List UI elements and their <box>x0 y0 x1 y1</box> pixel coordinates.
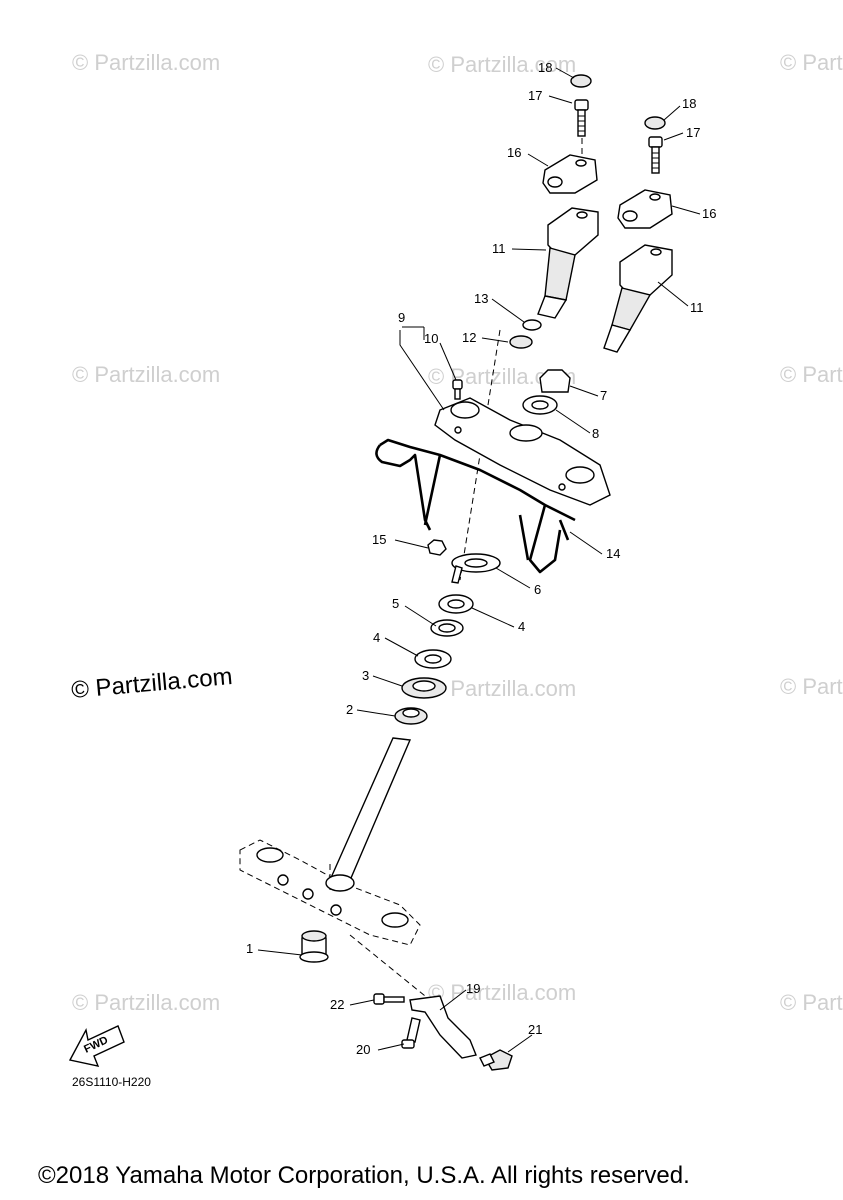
ring-nut-part-4 <box>414 649 452 669</box>
wire-holder-part-14 <box>375 438 576 574</box>
upper-bracket-part-9 <box>434 397 611 506</box>
assembly-axis-line <box>329 108 583 1001</box>
callout-12: 12 <box>462 330 476 345</box>
callout-8: 8 <box>592 426 599 441</box>
watermark-text: © Partzilla.com <box>72 362 220 387</box>
fwd-arrow-icon: FWD <box>68 1025 125 1067</box>
bearing-part-2 <box>394 707 428 725</box>
callout-11: 11 <box>492 241 506 256</box>
washer-part-13 <box>522 319 542 331</box>
collar-part-1 <box>299 930 329 963</box>
copyright-notice: ©2018 Yamaha Motor Corporation, U.S.A. A… <box>38 1162 690 1189</box>
callout-18: 18 <box>538 60 552 75</box>
bearing-cover-part-3 <box>401 677 447 699</box>
clamp-part-21 <box>479 1049 513 1071</box>
drawing-code: 26S1110-H220 <box>72 1075 151 1089</box>
callout-7: 7 <box>600 388 607 403</box>
watermark-text: © Partzilla.com <box>780 990 843 1015</box>
bolt-part-10 <box>452 379 463 400</box>
callout-14: 14 <box>606 546 620 561</box>
callout-numbers: 18 18 17 17 16 16 11 11 13 12 9 10 7 8 1… <box>246 60 716 1057</box>
callout-leaders <box>257 67 701 1053</box>
stay-part-19 <box>409 995 477 1059</box>
callout-2: 2 <box>346 702 353 717</box>
callout-16: 16 <box>702 206 716 221</box>
callout-18: 18 <box>682 96 696 111</box>
callout-22: 22 <box>330 997 344 1012</box>
callout-4: 4 <box>373 630 380 645</box>
watermark-text: © Partzilla.com <box>780 362 843 387</box>
lower-holder-part-11 <box>537 207 599 319</box>
callout-16: 16 <box>507 145 521 160</box>
ring-nut-part-4 <box>438 594 474 614</box>
watermark-text: © Partzilla.com <box>428 676 576 701</box>
bolt-part-20 <box>401 1017 421 1049</box>
cap-part-18 <box>644 116 666 130</box>
callout-19: 19 <box>466 981 480 996</box>
watermark-text: © Partzilla.com <box>72 990 220 1015</box>
callout-11: 11 <box>690 300 704 315</box>
bolt-part-17 <box>574 99 589 137</box>
callout-20: 20 <box>356 1042 370 1057</box>
under-bracket-steering-stem <box>239 737 421 946</box>
callout-17: 17 <box>528 88 542 103</box>
callout-4: 4 <box>518 619 525 634</box>
washer-part-6 <box>451 553 501 584</box>
watermark-text: © Partzilla.com <box>428 980 576 1005</box>
callout-15: 15 <box>372 532 386 547</box>
callout-9: 9 <box>398 310 405 325</box>
watermarks: © Partzilla.com © Partzilla.com © Partzi… <box>72 50 843 1015</box>
callout-1: 1 <box>246 941 253 956</box>
nut-part-7 <box>539 369 571 393</box>
bolt-part-22 <box>373 993 405 1005</box>
damper-part-12 <box>509 335 533 349</box>
bolt-part-17 <box>648 136 663 174</box>
upper-holder-part-16 <box>542 154 598 194</box>
callout-5: 5 <box>392 596 399 611</box>
upper-holder-part-16 <box>617 189 673 229</box>
watermark-text: © Partzilla.com <box>72 50 220 75</box>
lower-holder-part-11 <box>603 244 673 353</box>
callout-21: 21 <box>528 1022 542 1037</box>
callout-13: 13 <box>474 291 488 306</box>
watermark-main: © Partzilla.com <box>70 663 233 704</box>
watermark-text: © Partzilla.com <box>428 52 576 77</box>
callout-10: 10 <box>424 331 438 346</box>
cap-part-18 <box>570 74 592 88</box>
nut-part-15 <box>427 539 447 556</box>
callout-17: 17 <box>686 125 700 140</box>
callout-3: 3 <box>362 668 369 683</box>
callout-6: 6 <box>534 582 541 597</box>
watermark-text: © Partzilla.com <box>780 674 843 699</box>
watermark-text: © Partzilla.com <box>780 50 843 75</box>
